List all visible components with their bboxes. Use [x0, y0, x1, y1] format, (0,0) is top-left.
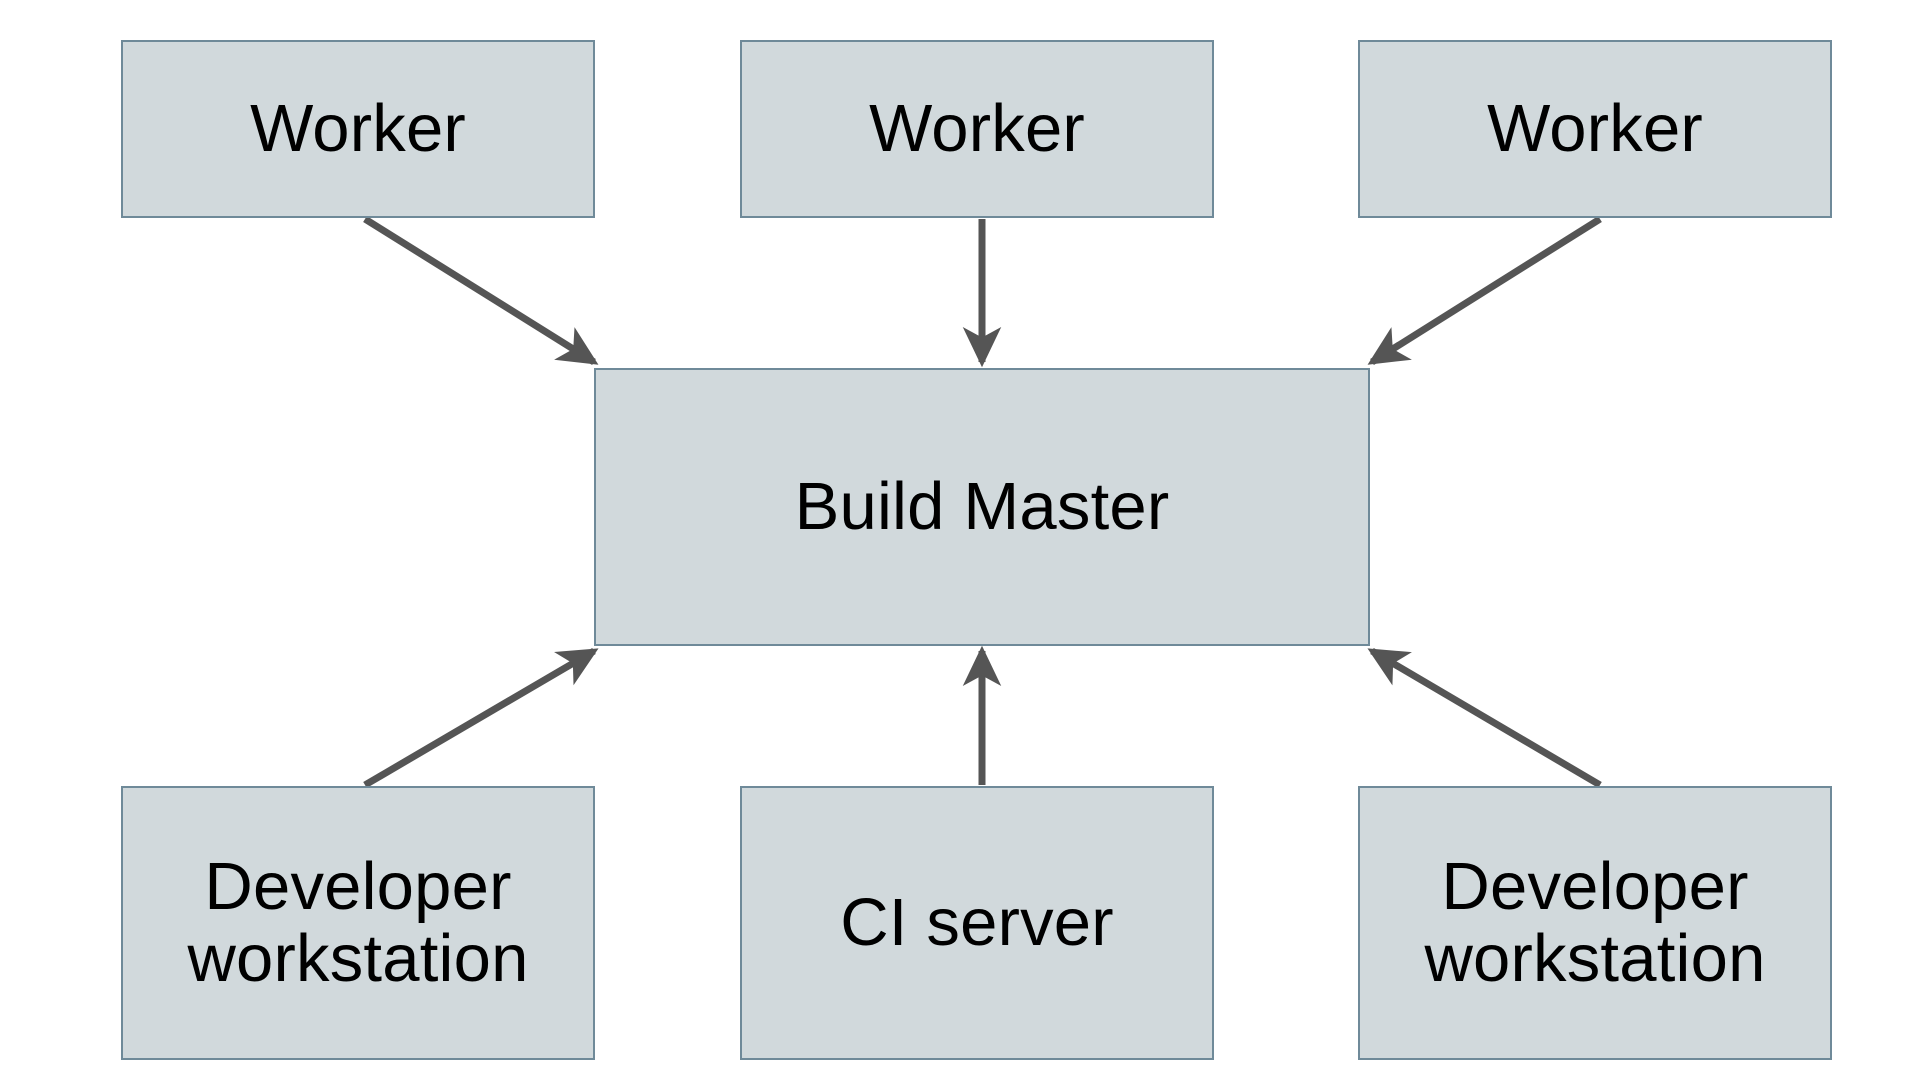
- node-ci-server[interactable]: CI server: [740, 786, 1214, 1060]
- edge-worker1-to-master: [363, 216, 599, 365]
- node-developer-workstation-left-label: Developer workstation: [187, 848, 529, 996]
- edge-devws2-to-master: [1367, 647, 1602, 789]
- node-developer-workstation-left[interactable]: Developer workstation: [121, 786, 595, 1060]
- edge-worker3-to-master: [1367, 216, 1602, 365]
- node-build-master[interactable]: Build Master: [594, 368, 1370, 646]
- edge-devws1-to-master: [363, 647, 599, 789]
- node-worker-2[interactable]: Worker: [740, 40, 1214, 218]
- node-worker-1-label: Worker: [250, 90, 466, 166]
- node-ci-server-label: CI server: [840, 884, 1114, 960]
- node-build-master-label: Build Master: [794, 468, 1170, 544]
- node-worker-3[interactable]: Worker: [1358, 40, 1832, 218]
- node-worker-1[interactable]: Worker: [121, 40, 595, 218]
- node-worker-3-label: Worker: [1487, 90, 1703, 166]
- node-developer-workstation-right-label: Developer workstation: [1424, 848, 1766, 996]
- node-developer-workstation-right[interactable]: Developer workstation: [1358, 786, 1832, 1060]
- node-worker-2-label: Worker: [869, 90, 1085, 166]
